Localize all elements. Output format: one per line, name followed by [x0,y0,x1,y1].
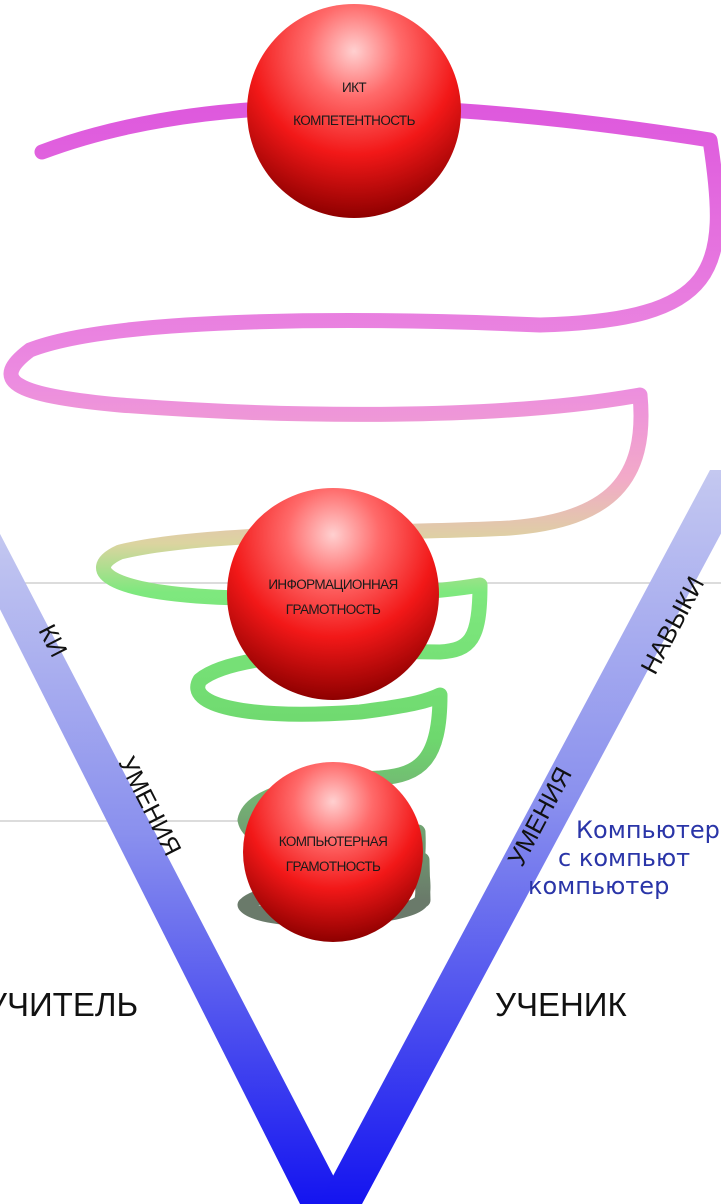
sphere-computer-line1: КОМПЬЮТЕРНАЯ [279,834,387,849]
side-text-line2: с компьют [558,844,690,872]
sphere-info-line2: ГРАМОТНОСТЬ [286,602,381,617]
sphere-info-line1: ИНФОРМАЦИОННАЯ [268,577,397,592]
teacher-label: УЧИТЕЛЬ [0,986,138,1023]
student-label: УЧЕНИК [495,986,628,1023]
sphere-ikt: ИКТ КОМПЕТЕНТНОСТЬ [247,4,461,218]
left-bar [0,533,348,1204]
side-text-line1: Компьютер [576,816,720,844]
sphere-ikt-line1: ИКТ [342,80,366,95]
side-text-line3: компьютер [528,872,669,900]
sphere-ikt-line2: КОМПЕТЕНТНОСТЬ [293,113,415,128]
sphere-info: ИНФОРМАЦИОННАЯ ГРАМОТНОСТЬ [227,488,439,700]
sphere-computer-line2: ГРАМОТНОСТЬ [286,859,381,874]
right-bar [318,470,721,1204]
sphere-computer: КОМПЬЮТЕРНАЯ ГРАМОТНОСТЬ [243,762,423,942]
